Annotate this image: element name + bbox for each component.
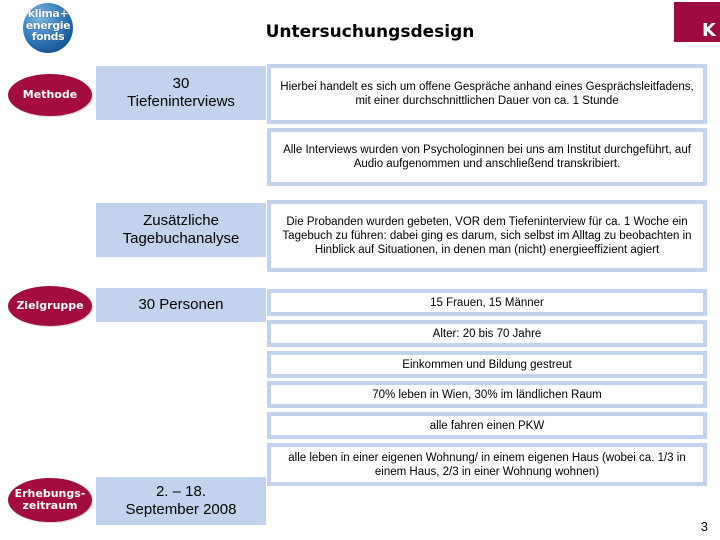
logo-line-3: fonds	[31, 30, 65, 43]
logo-line-2: energie	[25, 18, 71, 32]
category-pill-erhebungszeitraum: Erhebungs- zeitraum	[8, 478, 92, 522]
detail-box-pkw-text: alle fahren einen PKW	[429, 419, 545, 432]
left-box-tagebuchanalyse-line2: Tagebuchanalyse	[122, 230, 240, 247]
corner-letter: K	[702, 20, 716, 41]
detail-box-alter: Alter: 20 bis 70 Jahre	[267, 320, 707, 347]
slide-header: klima+ energie fonds Untersuchungsdesign…	[0, 0, 720, 58]
category-pill-zielgruppe: Zielgruppe	[8, 286, 92, 326]
left-box-tiefeninterviews: 30 Tiefeninterviews	[96, 66, 266, 120]
category-pill-methode: Methode	[8, 74, 92, 116]
left-box-tiefeninterviews-line2: Tiefeninterviews	[127, 93, 235, 110]
category-pill-methode-label: Methode	[22, 88, 78, 101]
detail-box-einkommen-bildung: Einkommen und Bildung gestreut	[267, 351, 707, 378]
detail-box-wohnform: alle leben in einer eigenen Wohnung/ in …	[267, 443, 707, 486]
page-number: 3	[700, 519, 708, 534]
detail-box-geschlecht-text: 15 Frauen, 15 Männer	[430, 296, 544, 309]
logo-line-1: klima+	[27, 7, 69, 20]
left-box-zeitraum: 2. – 18. September 2008	[96, 477, 266, 525]
category-pill-erhebungszeitraum-line2: zeitraum	[22, 499, 78, 512]
left-box-tagebuchanalyse-line1: Zusätzliche	[143, 212, 219, 229]
logo-disc	[23, 3, 73, 53]
category-pill-zielgruppe-label: Zielgruppe	[16, 299, 84, 312]
detail-box-tagebuch-text: Die Probanden wurden gebeten, VOR dem Ti…	[282, 216, 692, 256]
detail-box-einkommen-bildung-text: Einkommen und Bildung gestreut	[402, 358, 572, 371]
detail-box-wohnform-text: alle leben in einer eigenen Wohnung/ in …	[288, 451, 686, 478]
detail-box-pkw: alle fahren einen PKW	[267, 412, 707, 439]
detail-box-gespraeche: Hierbei handelt es sich um offene Gesprä…	[267, 64, 707, 124]
detail-box-psychologinnen-text: Alle Interviews wurden von Psychologinne…	[283, 144, 691, 170]
corner-brand-mark: K	[674, 2, 720, 42]
klima-und-energiefonds-logo: klima+ energie fonds	[14, 2, 82, 54]
detail-box-psychologinnen: Alle Interviews wurden von Psychologinne…	[267, 128, 707, 186]
left-box-personen: 30 Personen	[96, 288, 266, 322]
detail-box-wohnort: 70% leben in Wien, 30% im ländlichen Rau…	[267, 381, 707, 408]
detail-box-geschlecht: 15 Frauen, 15 Männer	[267, 289, 707, 316]
detail-box-wohnort-text: 70% leben in Wien, 30% im ländlichen Rau…	[372, 388, 602, 401]
left-box-zeitraum-line1: 2. – 18.	[155, 483, 207, 500]
category-pill-erhebungszeitraum-line1: Erhebungs-	[14, 487, 86, 500]
detail-box-gespraeche-text: Hierbei handelt es sich um offene Gesprä…	[280, 81, 694, 107]
left-box-zeitraum-line2: September 2008	[125, 501, 237, 518]
left-box-personen-label: 30 Personen	[138, 296, 224, 313]
page-title: Untersuchungsdesign	[265, 22, 475, 42]
logo-text: klima+ energie fonds	[14, 8, 82, 43]
detail-box-tagebuch: Die Probanden wurden gebeten, VOR dem Ti…	[267, 200, 707, 272]
left-box-tiefeninterviews-line1: 30	[172, 75, 190, 92]
detail-box-alter-text: Alter: 20 bis 70 Jahre	[432, 327, 542, 340]
left-box-tagebuchanalyse: Zusätzliche Tagebuchanalyse	[96, 203, 266, 257]
